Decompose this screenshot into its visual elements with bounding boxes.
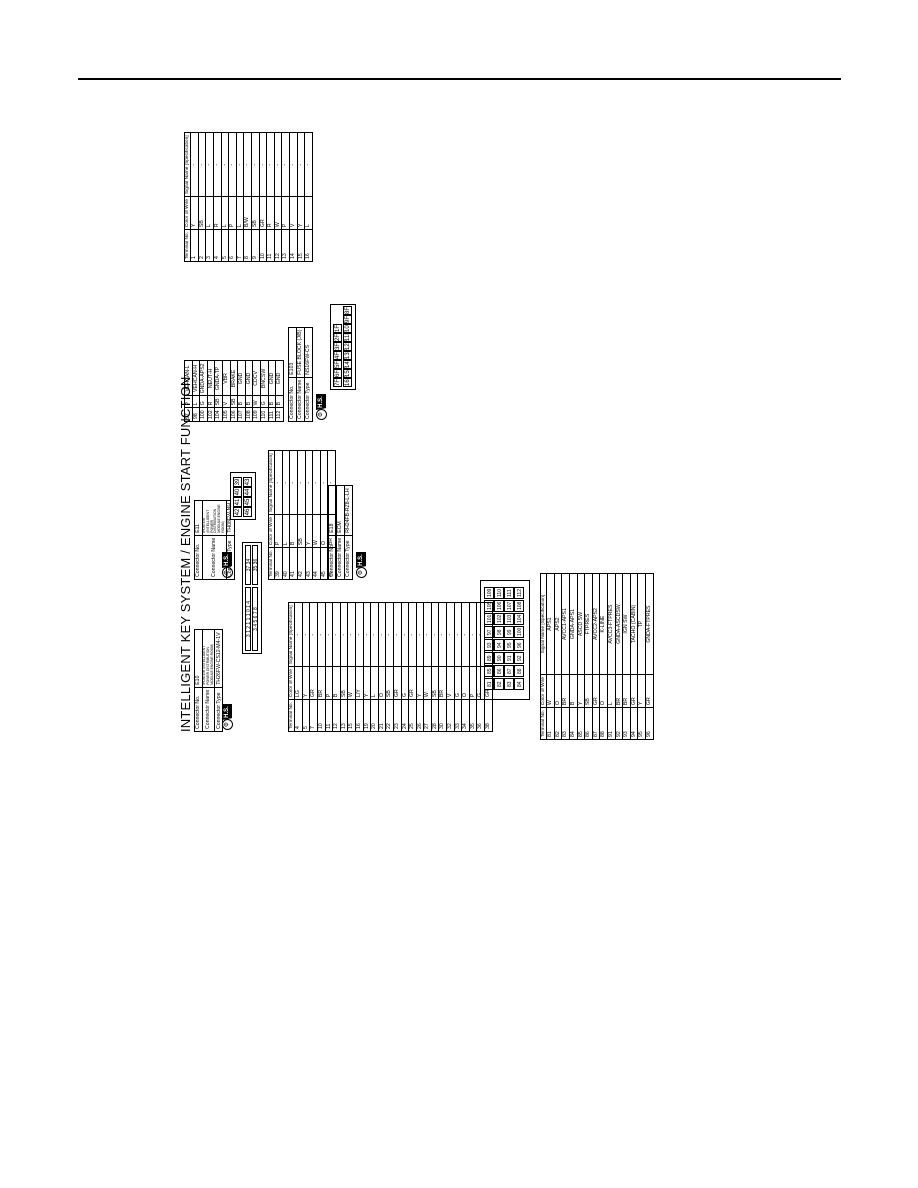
connector-pin: 95	[504, 639, 514, 651]
connector-pin: 83	[504, 678, 514, 690]
hs-icon: ⚙H.S.	[356, 554, 367, 578]
connector-pin: 82	[494, 678, 504, 690]
connector-pin: 93	[484, 639, 494, 651]
connector-pin: 85	[484, 665, 494, 677]
connector-pin: 109	[484, 587, 494, 599]
connector-pin: 98	[494, 626, 504, 638]
connector-pin: 101	[484, 613, 494, 625]
connector-pin: 111	[504, 587, 514, 599]
connector-pin: 94	[494, 639, 504, 651]
rotated-sheet-3	[178, 300, 278, 940]
connector-pin: 107	[504, 600, 514, 612]
connector-pin: 92	[514, 652, 524, 664]
connector-pin: 110	[494, 587, 504, 599]
connector-pin: 102	[494, 613, 504, 625]
connector-pin: 103	[504, 613, 514, 625]
connector-pin: 105	[484, 600, 494, 612]
connector-pin: 88	[514, 665, 524, 677]
connector-pin: 112	[514, 587, 524, 599]
connector-pin: 97	[484, 626, 494, 638]
connector-pin: 96	[514, 639, 524, 651]
connector-pin: 89	[484, 652, 494, 664]
connector-pin: 99	[504, 626, 514, 638]
connector-pin: 106	[494, 600, 504, 612]
connector-pin: 104	[514, 613, 524, 625]
connector-pin: 84	[514, 678, 524, 690]
connector-pin: 81	[484, 678, 494, 690]
header-rule	[78, 78, 841, 80]
connector-pin: 86	[494, 665, 504, 677]
connector-pin: 87	[504, 665, 514, 677]
connector-pin: 108	[514, 600, 524, 612]
connector-pin: 90	[494, 652, 504, 664]
connector-pin: 100	[514, 626, 524, 638]
connector-pin: 91	[504, 652, 514, 664]
